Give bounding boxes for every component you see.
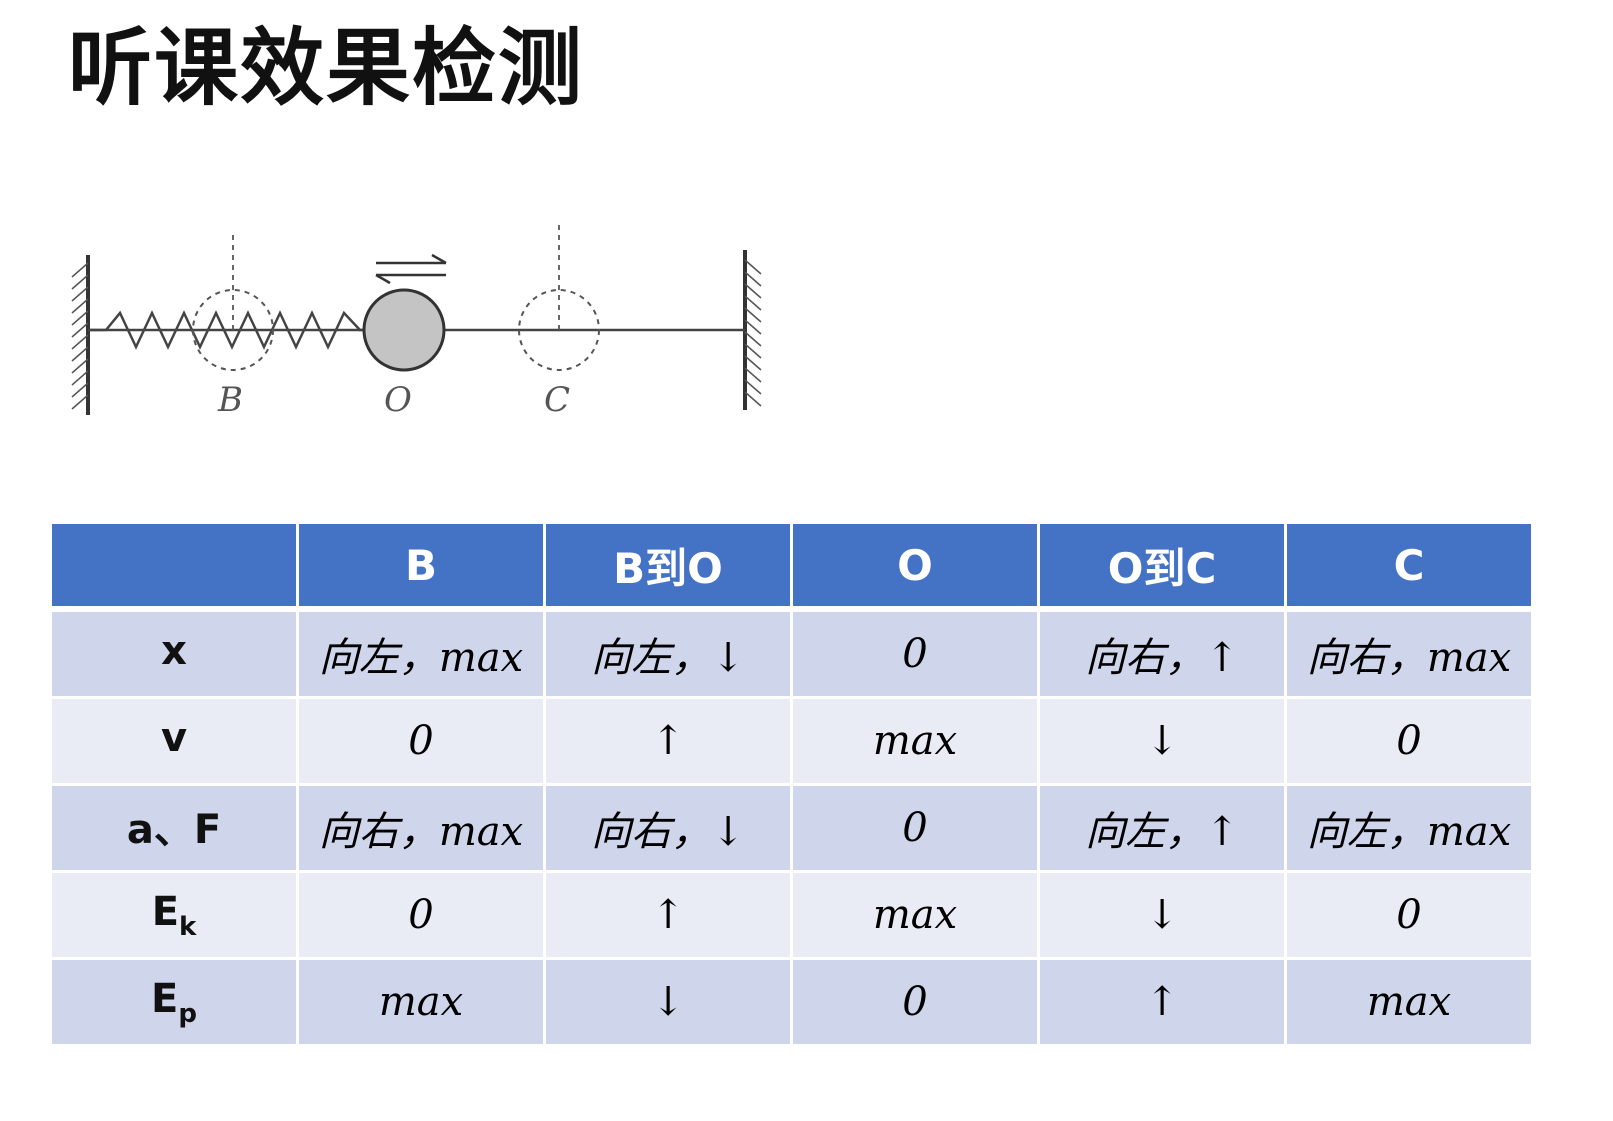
- table-cell: 向左，max: [299, 612, 546, 699]
- page-title: 听课效果检测: [68, 19, 585, 117]
- header-cell-b-to-o: B到O: [546, 524, 793, 612]
- header-cell-o: O: [793, 524, 1040, 612]
- table-cell: 0: [793, 612, 1040, 699]
- double-arrow-icon: [375, 253, 447, 285]
- table-cell: max: [1287, 960, 1531, 1047]
- header-cell-b: B: [299, 524, 546, 612]
- table-cell: 0: [1287, 699, 1531, 786]
- position-c-marker: [518, 225, 600, 371]
- header-cell-corner: [52, 524, 299, 612]
- header-cell-c: C: [1287, 524, 1531, 612]
- right-wall: [743, 250, 762, 410]
- table-cell: 向右，max: [1287, 612, 1531, 699]
- table-cell: 0: [299, 699, 546, 786]
- table-header-row: B B到O O O到C C: [52, 524, 1531, 612]
- table-cell: 0: [793, 786, 1040, 873]
- table-cell: 0: [299, 873, 546, 960]
- table-cell: ↓: [1040, 873, 1287, 960]
- table-cell: 0: [1287, 873, 1531, 960]
- table-cell: ↓: [1040, 699, 1287, 786]
- table-row-v: v 0 ↑ max ↓ 0: [52, 699, 1531, 786]
- motion-state-table: B B到O O O到C C x 向左，max 向左，↓ 0 向右，↑ 向右，ma…: [52, 524, 1531, 1047]
- table-cell: 向左，max: [1287, 786, 1531, 873]
- table-cell: 向右，↑: [1040, 612, 1287, 699]
- left-wall: [71, 255, 90, 415]
- table-cell: ↓: [546, 960, 793, 1047]
- table-cell: 向右，max: [299, 786, 546, 873]
- table-cell: max: [299, 960, 546, 1047]
- row-label: Ek: [52, 873, 299, 960]
- table-cell: 向右，↓: [546, 786, 793, 873]
- table-cell: ↑: [1040, 960, 1287, 1047]
- table-cell: 向左，↑: [1040, 786, 1287, 873]
- oscillator-ball: [362, 288, 446, 372]
- label-o: O: [384, 380, 412, 420]
- position-b-marker: [192, 235, 274, 371]
- row-label: v: [52, 699, 299, 786]
- spring-oscillator-diagram: B O C: [71, 225, 762, 420]
- row-label: x: [52, 612, 299, 699]
- table-row-a-f: a、F 向右，max 向右，↓ 0 向左，↑ 向左，max: [52, 786, 1531, 873]
- label-b: B: [217, 380, 243, 420]
- table-cell: max: [793, 699, 1040, 786]
- table-cell: ↑: [546, 699, 793, 786]
- spring: [88, 310, 365, 350]
- row-label: Ep: [52, 960, 299, 1047]
- table-row-ep: Ep max ↓ 0 ↑ max: [52, 960, 1531, 1047]
- row-label: a、F: [52, 786, 299, 873]
- table-cell: ↑: [546, 873, 793, 960]
- header-cell-o-to-c: O到C: [1040, 524, 1287, 612]
- table-cell: 向左，↓: [546, 612, 793, 699]
- table-cell: 0: [793, 960, 1040, 1047]
- table-row-ek: Ek 0 ↑ max ↓ 0: [52, 873, 1531, 960]
- table-row-x: x 向左，max 向左，↓ 0 向右，↑ 向右，max: [52, 612, 1531, 699]
- table-cell: max: [793, 873, 1040, 960]
- label-c: C: [544, 380, 570, 420]
